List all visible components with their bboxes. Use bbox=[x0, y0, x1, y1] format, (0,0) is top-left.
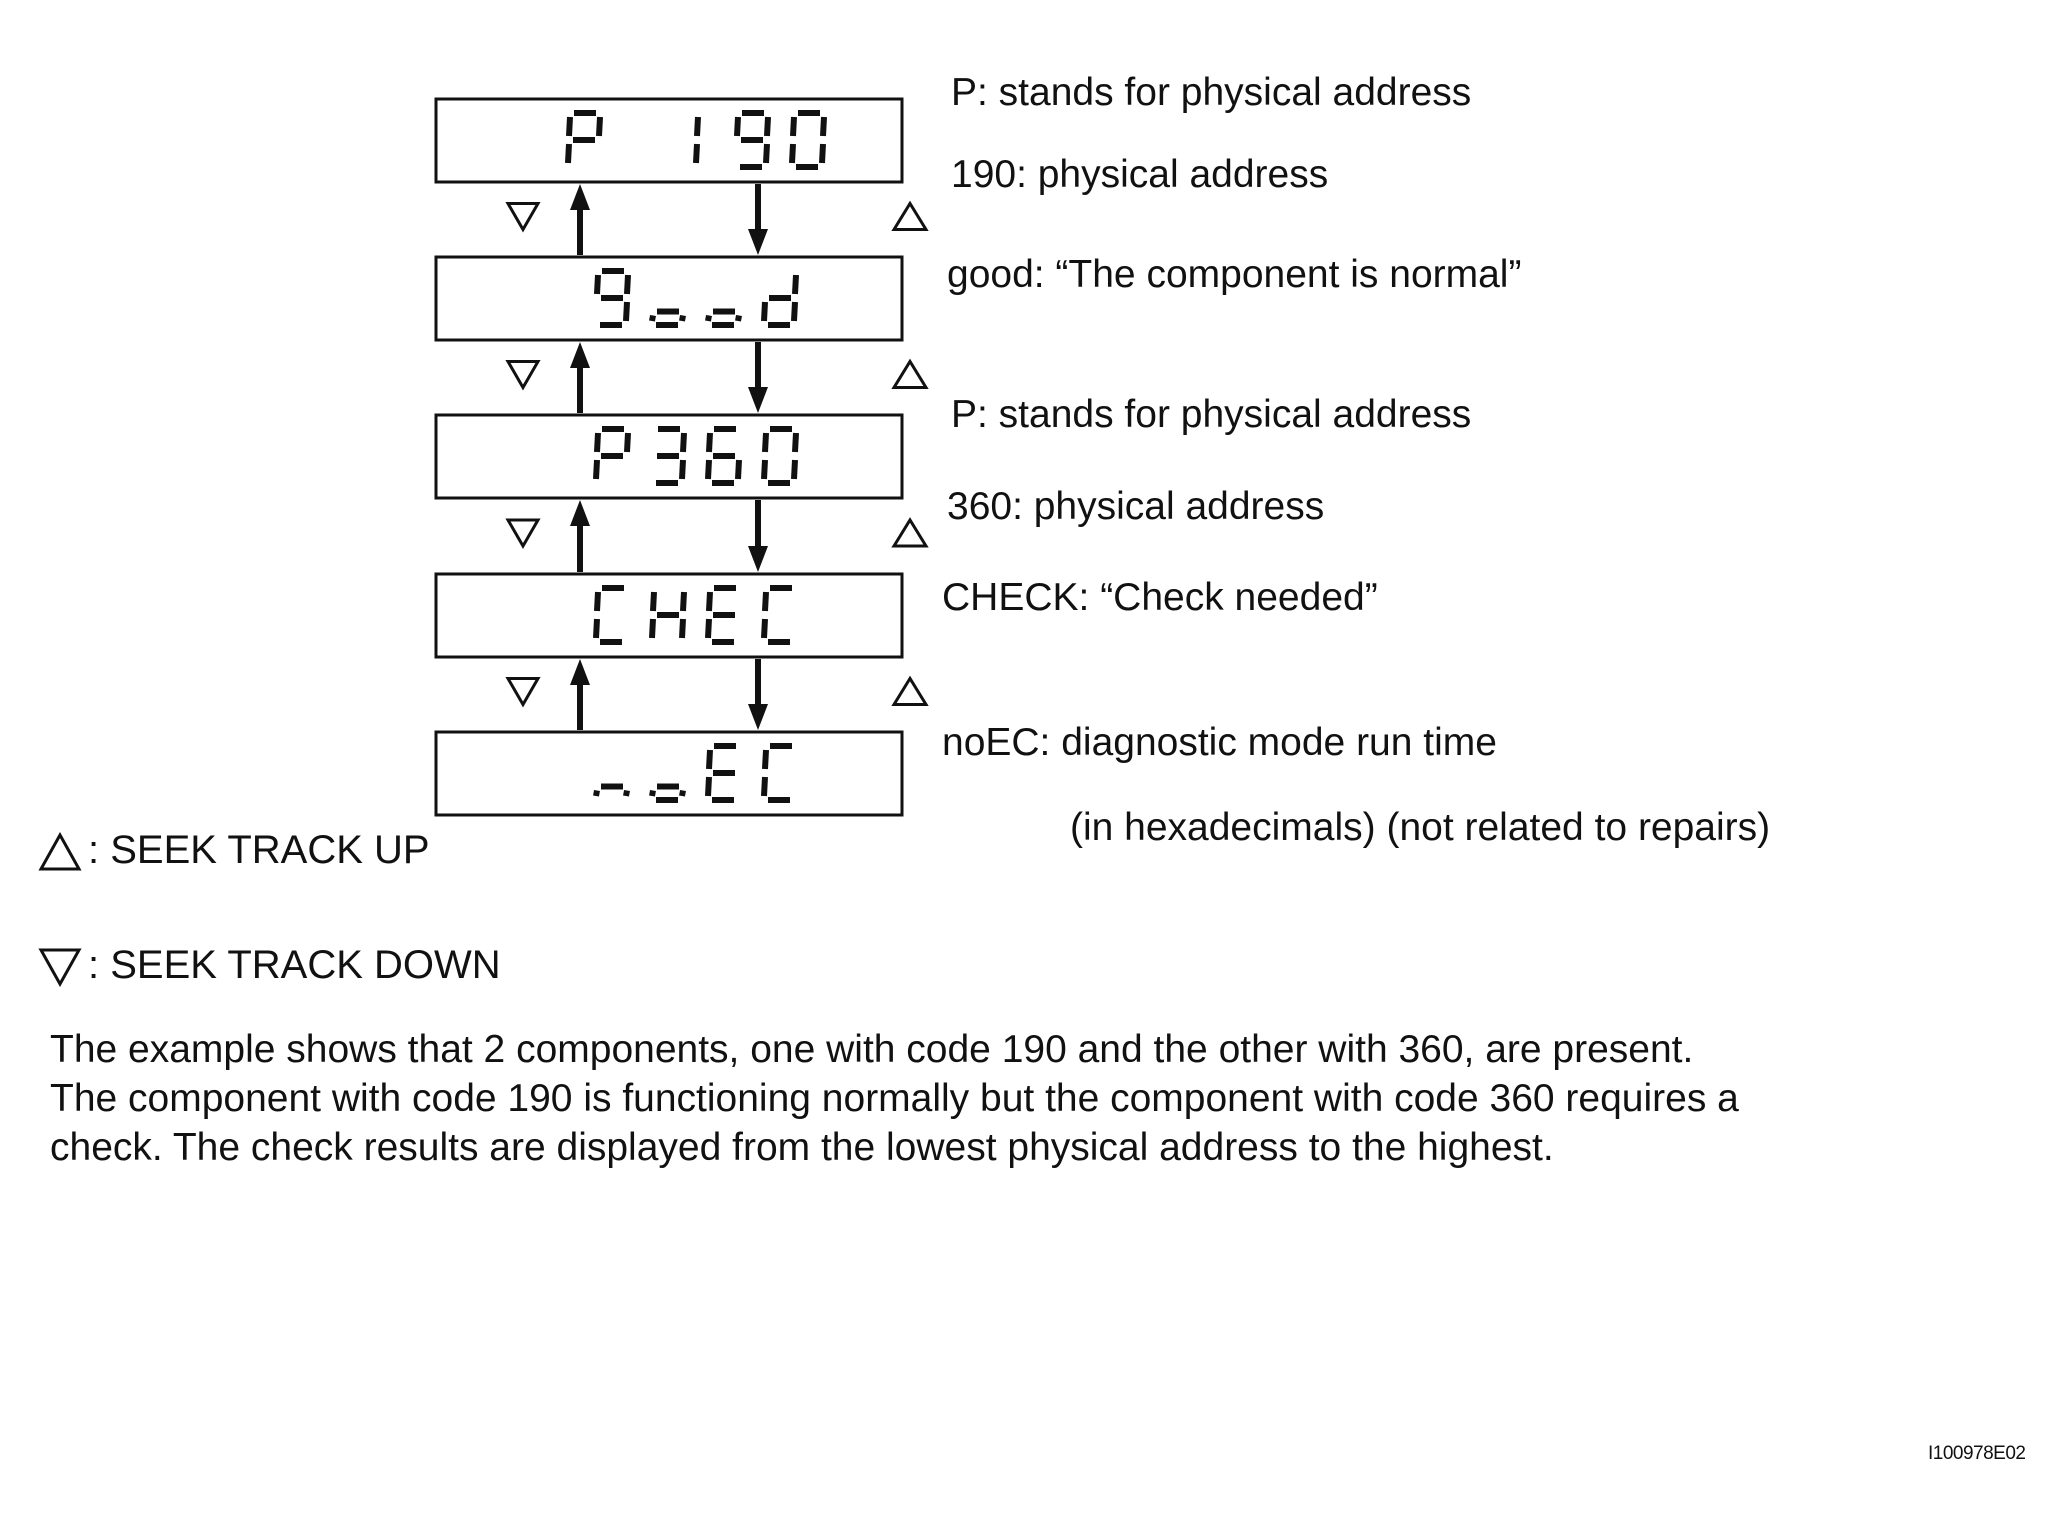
triangle-up-outline-icon bbox=[891, 358, 929, 389]
display-box-1 bbox=[434, 97, 904, 184]
segment-CHEC-0-e bbox=[593, 618, 600, 639]
segment-Good-0-f bbox=[594, 274, 601, 295]
legend-seek-down: : SEEK TRACK DOWN bbox=[38, 943, 501, 988]
segment-P190-4-f bbox=[790, 116, 797, 137]
segment-P190-2-b bbox=[694, 116, 701, 137]
segment-noEC-1-c bbox=[679, 789, 686, 797]
segment-CHEC-0-f bbox=[594, 591, 601, 612]
segment-Good-1-c bbox=[679, 314, 686, 322]
legend-seek-up-label: : SEEK TRACK UP bbox=[88, 828, 430, 872]
segment-Good-2-e bbox=[705, 314, 712, 322]
segment-P360-3-f bbox=[762, 432, 769, 453]
desc-p190-line2: 190: physical address bbox=[951, 153, 1329, 196]
triangle-up-outline-icon bbox=[891, 517, 929, 548]
segment-P360-0-b bbox=[624, 432, 631, 453]
segment-P360-1-c bbox=[679, 459, 686, 480]
segment-Good-3-c bbox=[791, 301, 798, 322]
segment-P190-3-b bbox=[764, 116, 771, 137]
triangle-up-outline-icon bbox=[38, 832, 82, 871]
triangle-down-outline-icon bbox=[38, 948, 82, 988]
segment-CHEC-1-c bbox=[679, 618, 686, 639]
segment-P360-3-e bbox=[761, 459, 768, 480]
segment-P190-3-c bbox=[763, 143, 770, 164]
explanation-line-3: check. The check results are displayed f… bbox=[50, 1126, 1554, 1169]
segment-P190-2-c bbox=[693, 143, 700, 164]
desc-good-line1: good: “The component is normal” bbox=[947, 253, 1522, 296]
segment-P190-0-e bbox=[565, 143, 572, 164]
desc-p190-line1: P: stands for physical address bbox=[951, 71, 1472, 114]
desc-p360-line1: P: stands for physical address bbox=[951, 393, 1472, 436]
segment-noEC-3-e bbox=[761, 776, 768, 797]
triangle-up-outline-icon bbox=[891, 200, 929, 231]
segment-P360-3-b bbox=[792, 432, 799, 453]
explanation-line-2: The component with code 190 is functioni… bbox=[50, 1077, 1739, 1120]
figure-id: I100978E02 bbox=[1928, 1443, 2026, 1464]
seek-down-arrow-4-head bbox=[748, 704, 768, 730]
segment-noEC-0-e bbox=[593, 789, 600, 797]
triangle-down-outline-icon bbox=[505, 518, 541, 550]
segment-CHEC-3-f bbox=[762, 591, 769, 612]
segment-P190-3-f bbox=[734, 116, 741, 137]
seek-up-arrow-1-head bbox=[570, 184, 590, 210]
seek-up-arrow-4-head bbox=[570, 659, 590, 685]
desc-p360-line2: 360: physical address bbox=[947, 485, 1325, 528]
seek-down-arrow-2-head bbox=[748, 387, 768, 413]
segment-P360-0-f bbox=[594, 432, 601, 453]
seek-up-arrow-3-head bbox=[570, 500, 590, 526]
segment-noEC-3-f bbox=[762, 749, 769, 770]
segment-P360-2-c bbox=[735, 459, 742, 480]
segment-Good-1-e bbox=[649, 314, 656, 322]
segment-CHEC-2-e bbox=[705, 618, 712, 639]
segment-Good-0-b bbox=[624, 274, 631, 295]
triangle-up-outline-icon bbox=[891, 675, 929, 706]
segment-P360-2-f bbox=[706, 432, 713, 453]
segment-P360-1-b bbox=[680, 432, 687, 453]
segment-P190-0-f bbox=[566, 116, 573, 137]
segment-Good-2-c bbox=[735, 314, 742, 322]
segment-noEC-0-c bbox=[623, 789, 630, 797]
desc-chec-line1: CHECK: “Check needed” bbox=[942, 576, 1378, 619]
desc-noec-line1: noEC: diagnostic mode run time bbox=[942, 721, 1497, 764]
triangle-down-outline-icon bbox=[505, 677, 541, 708]
segment-Good-3-e bbox=[761, 301, 768, 322]
segment-noEC-2-f bbox=[706, 749, 713, 770]
explanation-line-1: The example shows that 2 components, one… bbox=[50, 1028, 1694, 1071]
segment-P360-0-e bbox=[593, 459, 600, 480]
segment-P190-0-b bbox=[596, 116, 603, 137]
seek-up-arrow-2-head bbox=[570, 342, 590, 368]
segment-CHEC-3-e bbox=[761, 618, 768, 639]
segment-CHEC-1-e bbox=[649, 618, 656, 639]
segment-P360-2-e bbox=[705, 459, 712, 480]
legend-seek-down-label: : SEEK TRACK DOWN bbox=[88, 943, 501, 987]
segment-P190-4-b bbox=[820, 116, 827, 137]
desc-noec-line2: (in hexadecimals) (not related to repair… bbox=[1070, 806, 1771, 849]
segment-Good-3-b bbox=[792, 274, 799, 295]
segment-P190-4-e bbox=[789, 143, 796, 164]
segment-CHEC-1-b bbox=[680, 591, 687, 612]
segment-CHEC-1-f bbox=[650, 591, 657, 612]
triangle-down-outline-icon bbox=[505, 360, 541, 391]
seek-down-arrow-1-head bbox=[748, 229, 768, 255]
segment-Good-0-c bbox=[623, 301, 630, 322]
segment-noEC-2-e bbox=[705, 776, 712, 797]
segment-CHEC-2-f bbox=[706, 591, 713, 612]
triangle-down-outline-icon bbox=[505, 202, 541, 233]
segment-noEC-1-e bbox=[649, 789, 656, 797]
legend-seek-up: : SEEK TRACK UP bbox=[38, 830, 430, 872]
segment-P190-4-c bbox=[819, 143, 826, 164]
seek-down-arrow-3-head bbox=[748, 546, 768, 572]
segment-P360-3-c bbox=[791, 459, 798, 480]
